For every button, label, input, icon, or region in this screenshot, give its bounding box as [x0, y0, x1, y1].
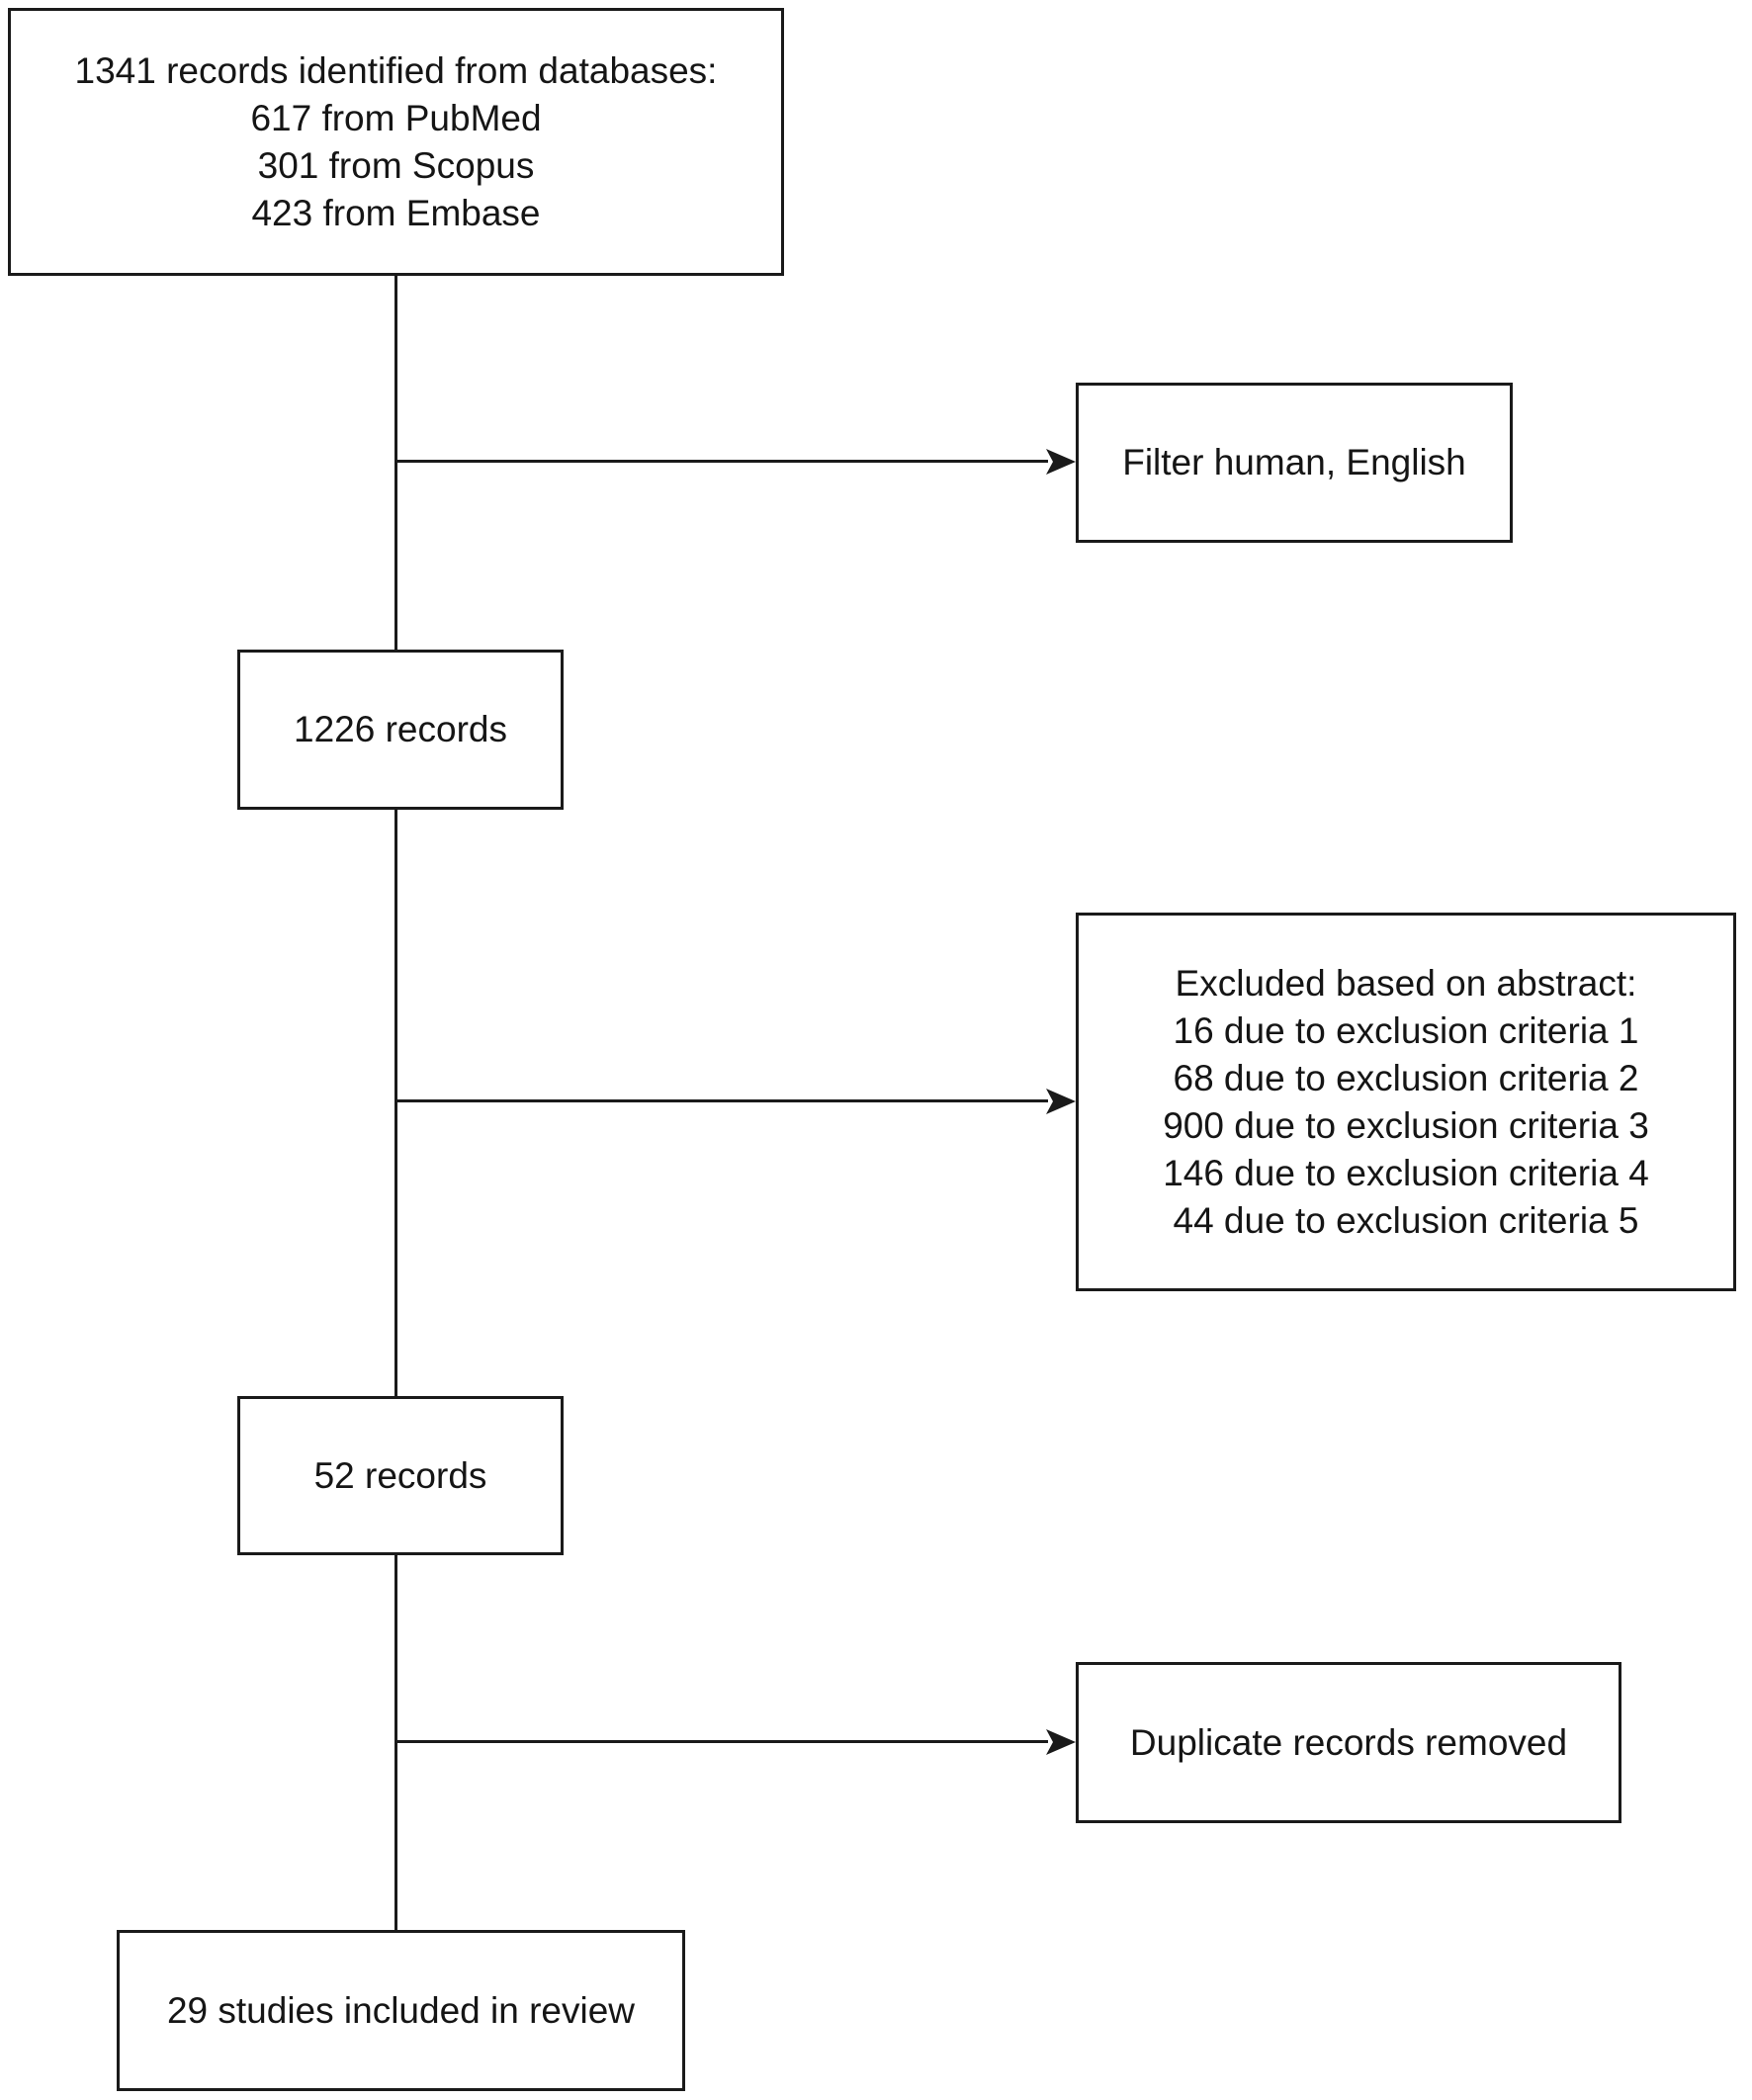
node-excluded-line: 146 due to exclusion criteria 4 [1163, 1152, 1649, 1193]
node-excluded-line: 16 due to exclusion criteria 1 [1173, 1009, 1639, 1051]
connector-1226-to-52 [394, 808, 397, 1398]
node-duplicate-records-removed: Duplicate records removed [1076, 1662, 1621, 1823]
node-records-identified-line: 617 from PubMed [250, 97, 542, 138]
node-excluded-line: 900 due to exclusion criteria 3 [1163, 1104, 1649, 1146]
connector-identified-to-1226 [394, 274, 397, 652]
node-filter-human-english: Filter human, English [1076, 383, 1513, 543]
arrowhead-filter-icon [1046, 449, 1076, 475]
node-excluded-based-on-abstract: Excluded based on abstract: 16 due to ex… [1076, 913, 1736, 1291]
node-duplicate-label: Duplicate records removed [1129, 1721, 1568, 1763]
connector-to-excluded [395, 1099, 1048, 1102]
arrowhead-excluded-icon [1046, 1089, 1076, 1114]
node-excluded-line: 68 due to exclusion criteria 2 [1173, 1057, 1639, 1098]
node-records-identified-line: 1341 records identified from databases: [74, 49, 718, 91]
node-52-records: 52 records [237, 1396, 564, 1555]
node-records-identified: 1341 records identified from databases: … [8, 8, 784, 276]
arrowhead-duplicates-icon [1046, 1729, 1076, 1755]
node-filter-label: Filter human, English [1122, 442, 1466, 482]
node-1226-records-label: 1226 records [294, 709, 507, 749]
node-studies-included: 29 studies included in review [117, 1930, 685, 2091]
connector-to-duplicates [395, 1740, 1048, 1743]
node-included-label: 29 studies included in review [166, 1989, 636, 2031]
connector-to-filter [395, 460, 1048, 463]
node-excluded-line: Excluded based on abstract: [1175, 962, 1637, 1004]
node-records-identified-line: 423 from Embase [251, 192, 541, 233]
node-excluded-line: 44 due to exclusion criteria 5 [1173, 1199, 1639, 1241]
node-records-identified-line: 301 from Scopus [257, 144, 535, 186]
node-1226-records: 1226 records [237, 650, 564, 810]
node-52-records-label: 52 records [313, 1454, 487, 1496]
